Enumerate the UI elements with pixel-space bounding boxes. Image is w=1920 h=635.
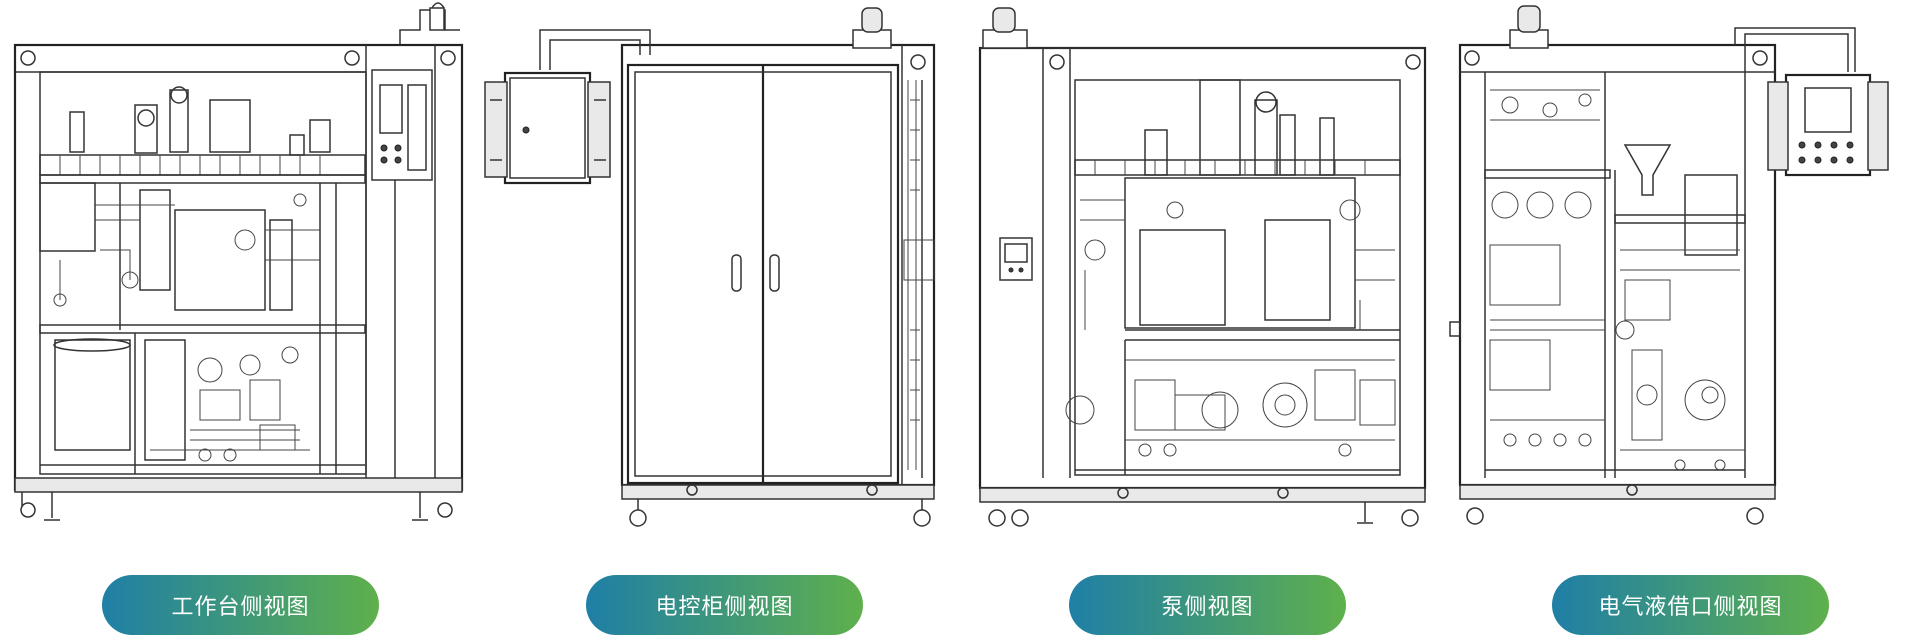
electrical-liquid-interface-side-view [1449,0,1920,540]
view-label-pump: 泵侧视图 [1069,575,1346,635]
view-label-text: 工作台侧视图 [171,595,310,620]
workbench-side-drawing [13,2,464,521]
view-label-control-cabinet: 电控柜侧视图 [586,575,863,635]
pump-side-drawing [978,7,1427,527]
control-cabinet-side-drawing [484,7,936,527]
view-label-interface: 电气液借口侧视图 [1552,575,1829,635]
view-label-workbench: 工作台侧视图 [102,575,379,635]
view-label-text: 泵侧视图 [1161,595,1254,620]
pump-side-view [965,0,1440,540]
workbench-side-view [0,0,470,540]
view-label-text: 电气液借口侧视图 [1598,595,1783,620]
control-cabinet-side-view [470,0,950,540]
electrical-liquid-interface-drawing [1449,5,1889,525]
view-label-text: 电控柜侧视图 [655,595,794,620]
